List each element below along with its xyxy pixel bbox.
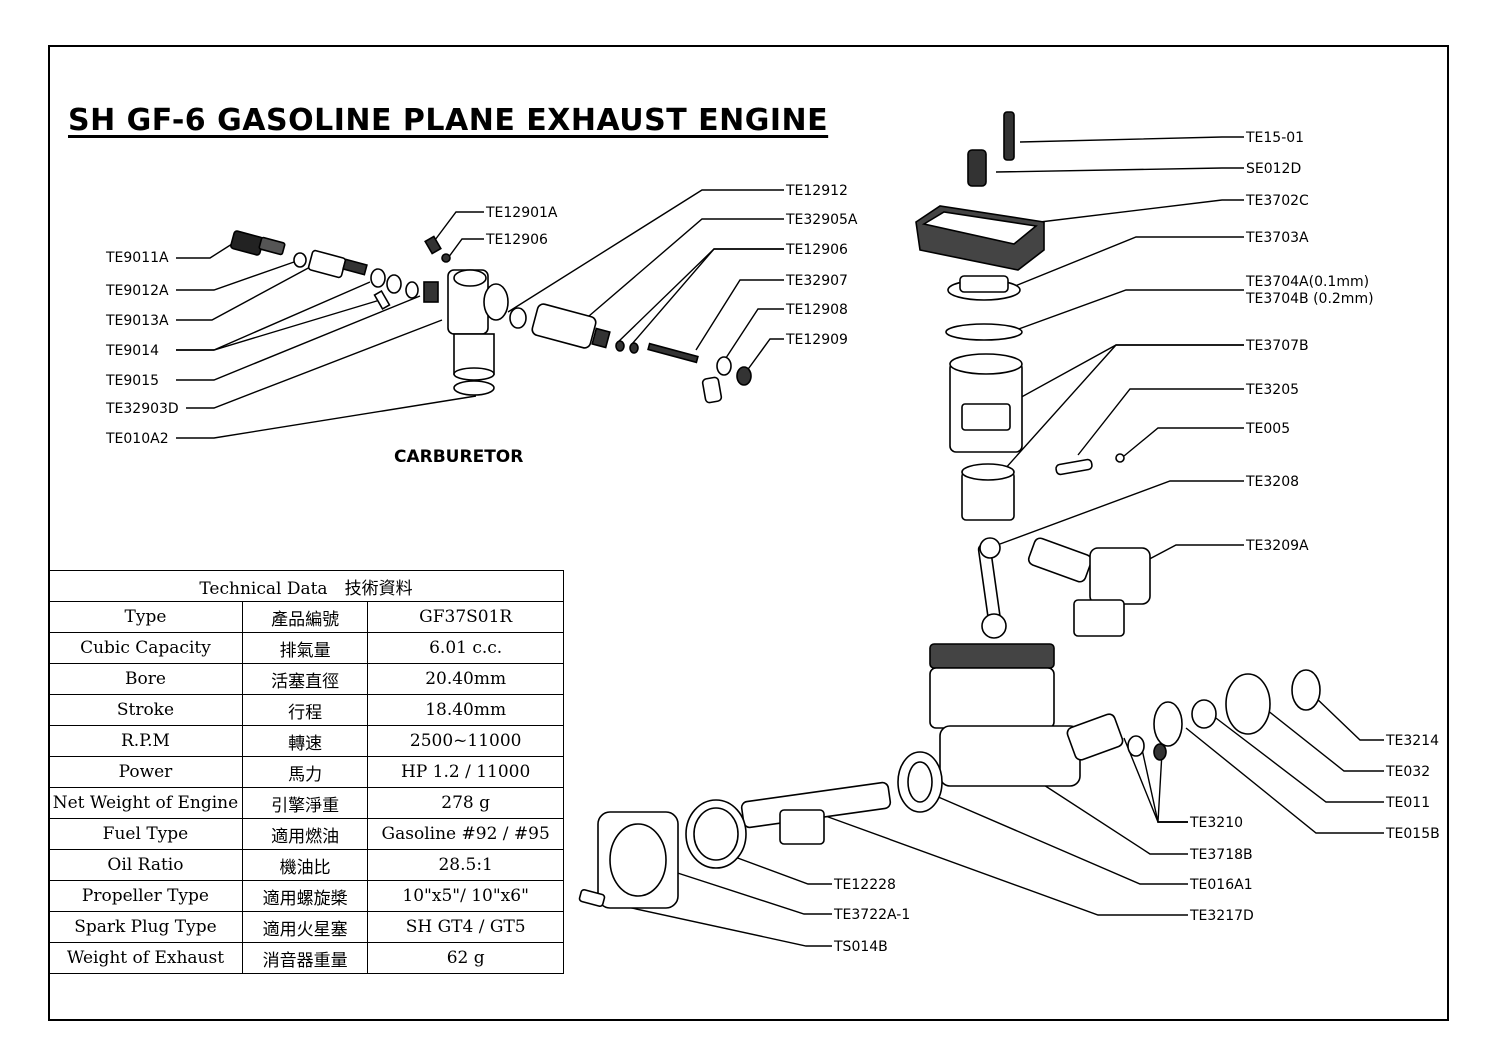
leader-lines [176,136,1384,947]
spec-name-cell: Propeller Type [48,880,243,912]
spec-name-cell: Type [48,601,243,633]
callout-te15-01: TE15-01 [1245,130,1304,146]
callout-te3210: TE3210 [1189,815,1243,831]
callout-te32903d: TE32903D [105,401,179,417]
callout-te12912: TE12912 [785,183,848,199]
callout-te9014: TE9014 [105,343,159,359]
spec-value-cell: 2500~11000 [367,725,564,757]
callout-te3718b: TE3718B [1189,847,1253,863]
spec-value-cell: 62 g [367,942,564,974]
table-caption-row: Technical Data 技術資料 [48,570,564,602]
callout-te016a1: TE016A1 [1189,877,1253,893]
spec-name-cell: Weight of Exhaust [48,942,243,974]
spec-name-cell: Spark Plug Type [48,911,243,943]
spec-name-zh-cell: 消音器重量 [241,942,369,974]
spec-name-zh-cell: 機油比 [241,849,369,881]
callout-te3205: TE3205 [1245,382,1299,398]
spec-value-cell: 6.01 c.c. [367,632,564,664]
spec-name-zh-cell: 引擎淨重 [241,787,369,819]
callout-te3707b: TE3707B [1245,338,1309,354]
spec-name-zh-cell: 適用燃油 [241,818,369,850]
spec-value-cell: 278 g [367,787,564,819]
spec-value-cell: 20.40mm [367,663,564,695]
callout-te3722a-1: TE3722A-1 [833,907,910,923]
callout-te12906-a: TE12906 [485,232,548,248]
spec-name-cell: Bore [48,663,243,695]
callout-te3703a: TE3703A [1245,230,1309,246]
callout-te12909: TE12909 [785,332,848,348]
spec-name-cell: Fuel Type [48,818,243,850]
spec-value-cell: 10"x5"/ 10"x6" [367,880,564,912]
spec-name-cell: Net Weight of Engine [48,787,243,819]
callout-te015b: TE015B [1385,826,1440,842]
callout-te3214: TE3214 [1385,733,1439,749]
spec-value-cell: GF37S01R [367,601,564,633]
spec-value-cell: SH GT4 / GT5 [367,911,564,943]
carburetor-parts [230,230,752,404]
page-title: SH GF-6 GASOLINE PLANE EXHAUST ENGINE [68,103,829,138]
drawing-frame [48,45,1449,1021]
callout-te3702c: TE3702C [1245,193,1309,209]
callout-se012d: SE012D [1246,161,1301,177]
spec-name-zh-cell: 產品編號 [241,601,369,633]
spec-value-cell: Gasoline #92 / #95 [367,818,564,850]
callout-te3208: TE3208 [1245,474,1299,490]
callout-te005: TE005 [1245,421,1290,437]
callout-te9013a: TE9013A [105,313,169,329]
spec-name-cell: Stroke [48,694,243,726]
spec-name-zh-cell: 排氣量 [241,632,369,664]
spec-name-zh-cell: 活塞直徑 [241,663,369,695]
callout-te3704b: TE3704B (0.2mm) [1245,291,1374,307]
spec-name-cell: Oil Ratio [48,849,243,881]
spec-name-zh-cell: 行程 [241,694,369,726]
callout-te12901a: TE12901A [485,205,558,221]
spec-name-zh-cell: 適用火星塞 [241,911,369,943]
spec-name-cell: Power [48,756,243,788]
callout-te010a2: TE010A2 [105,431,169,447]
callout-te3217d: TE3217D [1189,908,1254,924]
callout-te12908: TE12908 [785,302,848,318]
carburetor-label: CARBURETOR [394,447,523,467]
callout-te3704a: TE3704A(0.1mm) [1245,274,1369,290]
spec-name-cell: Cubic Capacity [48,632,243,664]
table-caption: Technical Data 技術資料 [48,570,564,602]
spec-name-zh-cell: 適用螺旋槳 [241,880,369,912]
spec-value-cell: HP 1.2 / 11000 [367,756,564,788]
callout-te9011a: TE9011A [105,250,169,266]
callout-te12228: TE12228 [833,877,896,893]
callout-labels: TE9011A TE9012A TE9013A TE9014 TE9015 TE… [105,130,1440,955]
callout-te32905a: TE32905A [785,212,858,228]
part-drawings [230,111,1321,909]
cylinder-column-parts [915,111,1151,639]
callout-te12906-b: TE12906 [785,242,848,258]
callout-te32907: TE32907 [785,273,848,289]
callout-te032: TE032 [1385,764,1430,780]
spec-name-zh-cell: 馬力 [241,756,369,788]
spec-name-zh-cell: 轉速 [241,725,369,757]
callout-te011: TE011 [1385,795,1430,811]
spec-value-cell: 18.40mm [367,694,564,726]
callout-te3209a: TE3209A [1245,538,1309,554]
callout-te9015: TE9015 [105,373,159,389]
spec-name-cell: R.P.M [48,725,243,757]
crankcase-parts [578,643,1321,909]
callout-te9012a: TE9012A [105,283,169,299]
callout-ts014b: TS014B [833,939,888,955]
spec-value-cell: 28.5:1 [367,849,564,881]
